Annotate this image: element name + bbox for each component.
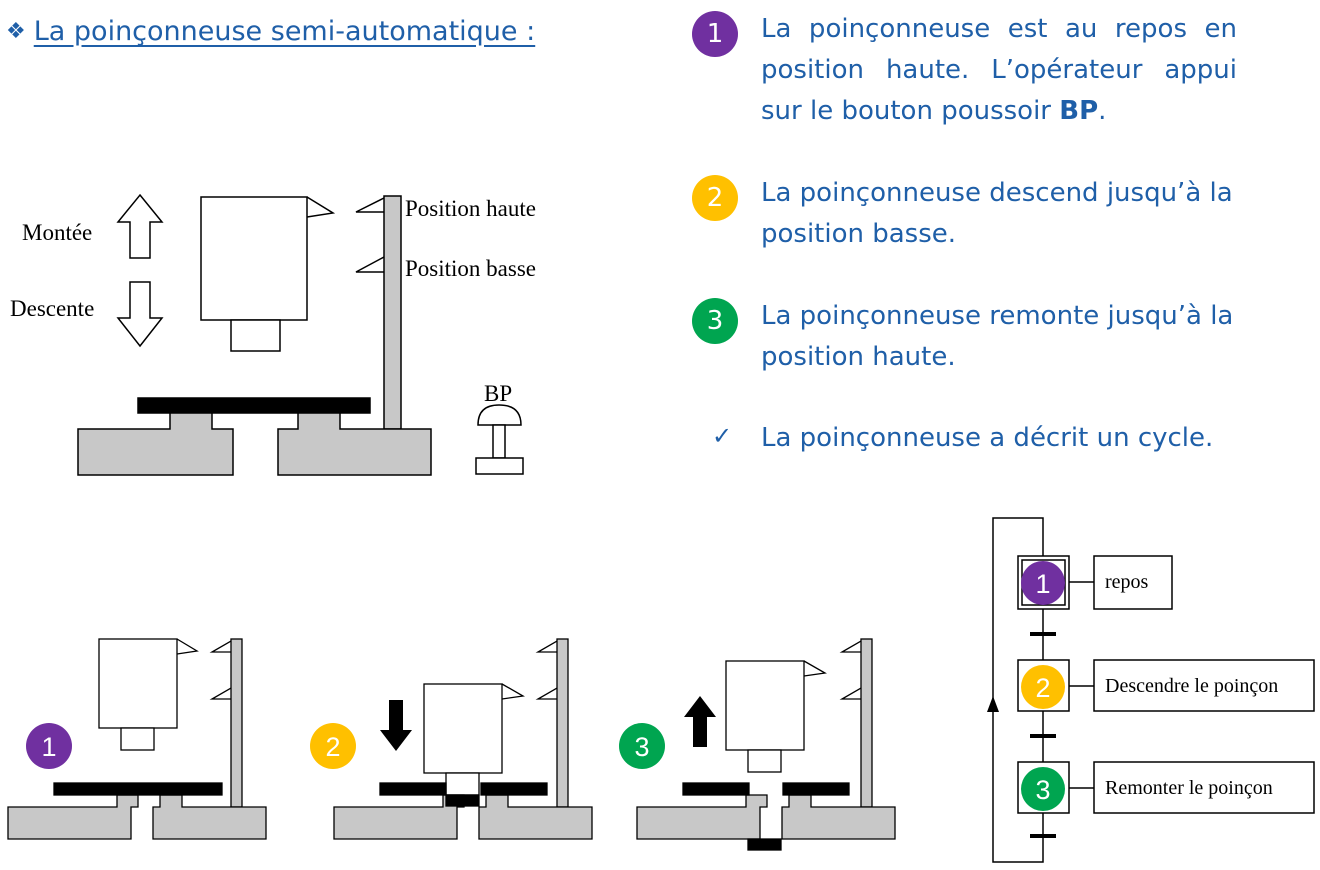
label-position-basse: Position basse xyxy=(405,256,536,281)
small-diagram-2-badge xyxy=(310,723,356,769)
down-arrow-solid-icon xyxy=(380,700,412,751)
grafcet-step-2-badge xyxy=(1021,665,1065,709)
page-title-text: La poinçonneuse semi-automatique : xyxy=(33,16,536,47)
label-descente: Descente xyxy=(10,296,94,321)
small-diagram-1-badge xyxy=(26,723,72,769)
grafcet-step-2-number: 2 xyxy=(1035,673,1050,703)
up-arrow-solid-icon xyxy=(684,696,716,747)
small-diagram-1-number: 1 xyxy=(41,732,56,762)
step-2-badge: 2 xyxy=(692,175,738,221)
conclusion-text: La poinçonneuse a décrit un cycle. xyxy=(761,423,1214,453)
small-diagram-3-badge xyxy=(619,723,665,769)
step-3-text: La poinçonneuse remonte jusqu’à la posit… xyxy=(761,301,1234,372)
base-left xyxy=(77,411,234,476)
small-diagram-1 xyxy=(7,638,267,840)
small-diagram-2-number: 2 xyxy=(325,732,340,762)
small-diagram-3-number: 3 xyxy=(634,732,649,762)
base-right xyxy=(277,411,432,476)
up-arrow-icon xyxy=(116,193,164,259)
step-1-text: La poinçonneuse est au repos en position… xyxy=(761,14,1237,126)
punch-flag xyxy=(306,196,336,218)
sensor-bottom xyxy=(355,256,385,273)
label-montee: Montée xyxy=(22,220,92,245)
grafcet-action-1: repos xyxy=(1105,571,1149,593)
page-title: ❖ La poinçonneuse semi-automatique : xyxy=(6,16,535,47)
grafcet-action-2: Descendre le poinçon xyxy=(1105,675,1278,697)
label-position-haute: Position haute xyxy=(405,196,536,221)
metal-sheet xyxy=(137,397,371,414)
vertical-post xyxy=(383,195,402,430)
punch-tip xyxy=(230,319,281,352)
step-1-badge: 1 xyxy=(692,11,738,57)
step-3-badge: 3 xyxy=(692,298,738,344)
small-diagram-2 xyxy=(333,638,593,840)
diamond-bullet-icon: ❖ xyxy=(6,19,26,44)
grafcet-step-3-badge xyxy=(1021,767,1065,811)
grafcet-action-3: Remonter le poinçon xyxy=(1105,777,1273,799)
grafcet-step-1-number: 1 xyxy=(1035,569,1050,599)
check-icon: ✓ xyxy=(712,423,733,450)
main-machine-diagram xyxy=(77,193,524,476)
label-bp: BP xyxy=(484,381,512,406)
grafcet-step-1-badge xyxy=(1021,561,1065,605)
grafcet-step-3-number: 3 xyxy=(1035,775,1050,805)
step-2-text: La poinçonneuse descend jusqu’à la posit… xyxy=(761,178,1233,249)
push-button-icon xyxy=(477,404,522,426)
small-diagram-3 xyxy=(636,638,896,851)
punch-body xyxy=(200,196,308,321)
sensor-top xyxy=(355,197,385,213)
down-arrow-icon xyxy=(116,281,164,348)
loop-arrow-icon xyxy=(987,696,999,712)
bp-emphasis: BP xyxy=(1059,96,1099,126)
